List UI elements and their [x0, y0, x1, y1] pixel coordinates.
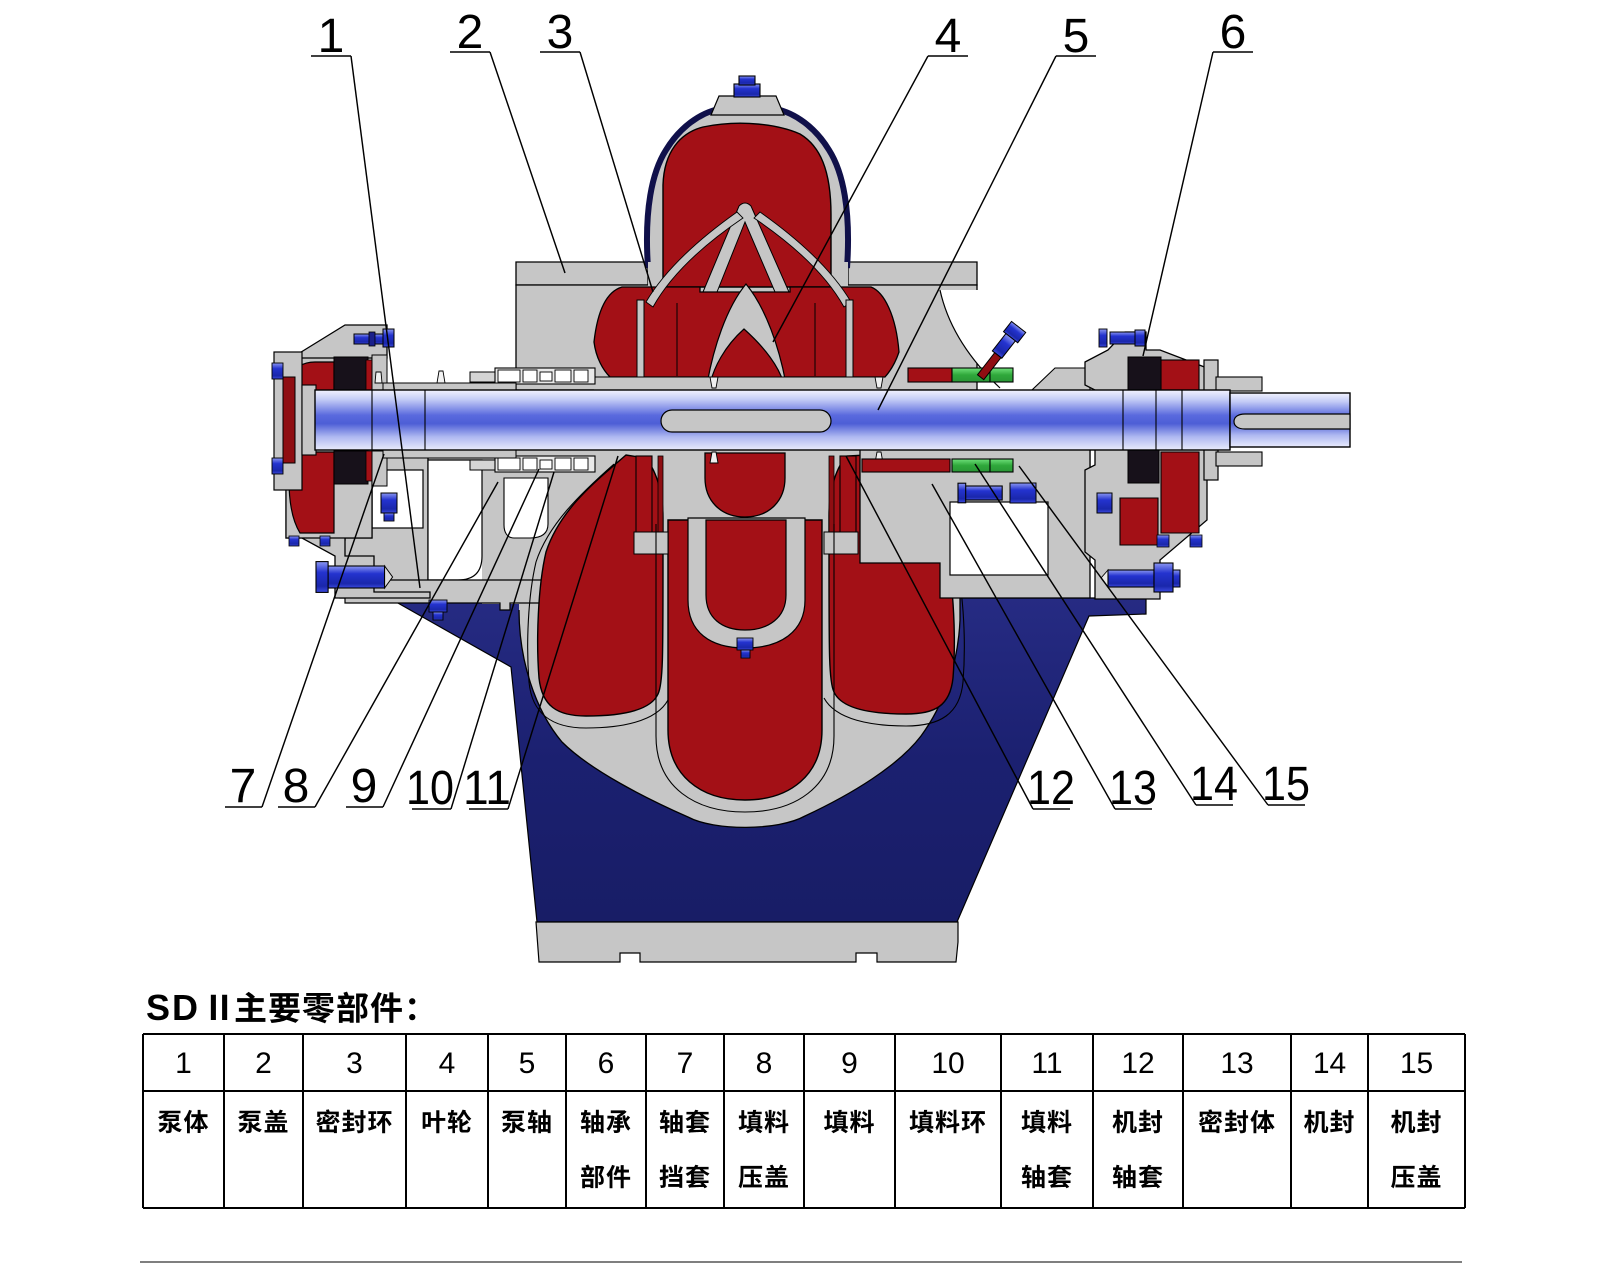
svg-text:2: 2 [255, 1047, 272, 1080]
svg-text:9: 9 [841, 1047, 858, 1080]
svg-text:13: 13 [1109, 762, 1157, 815]
svg-text:SD: SD [146, 987, 200, 1028]
svg-text:12: 12 [1027, 762, 1075, 815]
svg-text:14: 14 [1190, 758, 1238, 811]
svg-text:11: 11 [1031, 1047, 1062, 1080]
svg-text:3: 3 [547, 6, 574, 59]
svg-text:15: 15 [1262, 758, 1310, 811]
svg-text:8: 8 [756, 1047, 773, 1080]
svg-text:14: 14 [1313, 1047, 1346, 1080]
svg-text:2: 2 [457, 6, 484, 59]
svg-text:1: 1 [175, 1047, 192, 1080]
svg-text:12: 12 [1121, 1047, 1154, 1080]
svg-text:7: 7 [230, 760, 257, 813]
svg-text:6: 6 [598, 1047, 615, 1080]
svg-text:1: 1 [318, 10, 345, 63]
svg-text:5: 5 [1063, 10, 1090, 63]
svg-text:6: 6 [1220, 6, 1247, 59]
svg-text:10: 10 [406, 762, 454, 815]
svg-text:8: 8 [283, 760, 310, 813]
svg-text:3: 3 [346, 1047, 363, 1080]
svg-text:7: 7 [677, 1047, 694, 1080]
svg-text:15: 15 [1400, 1047, 1433, 1080]
svg-text:4: 4 [439, 1047, 456, 1080]
svg-text:10: 10 [931, 1047, 964, 1080]
svg-text:4: 4 [935, 10, 962, 63]
svg-text:13: 13 [1220, 1047, 1253, 1080]
svg-text:5: 5 [519, 1047, 536, 1080]
svg-text:11: 11 [463, 762, 511, 815]
svg-text:9: 9 [351, 760, 378, 813]
